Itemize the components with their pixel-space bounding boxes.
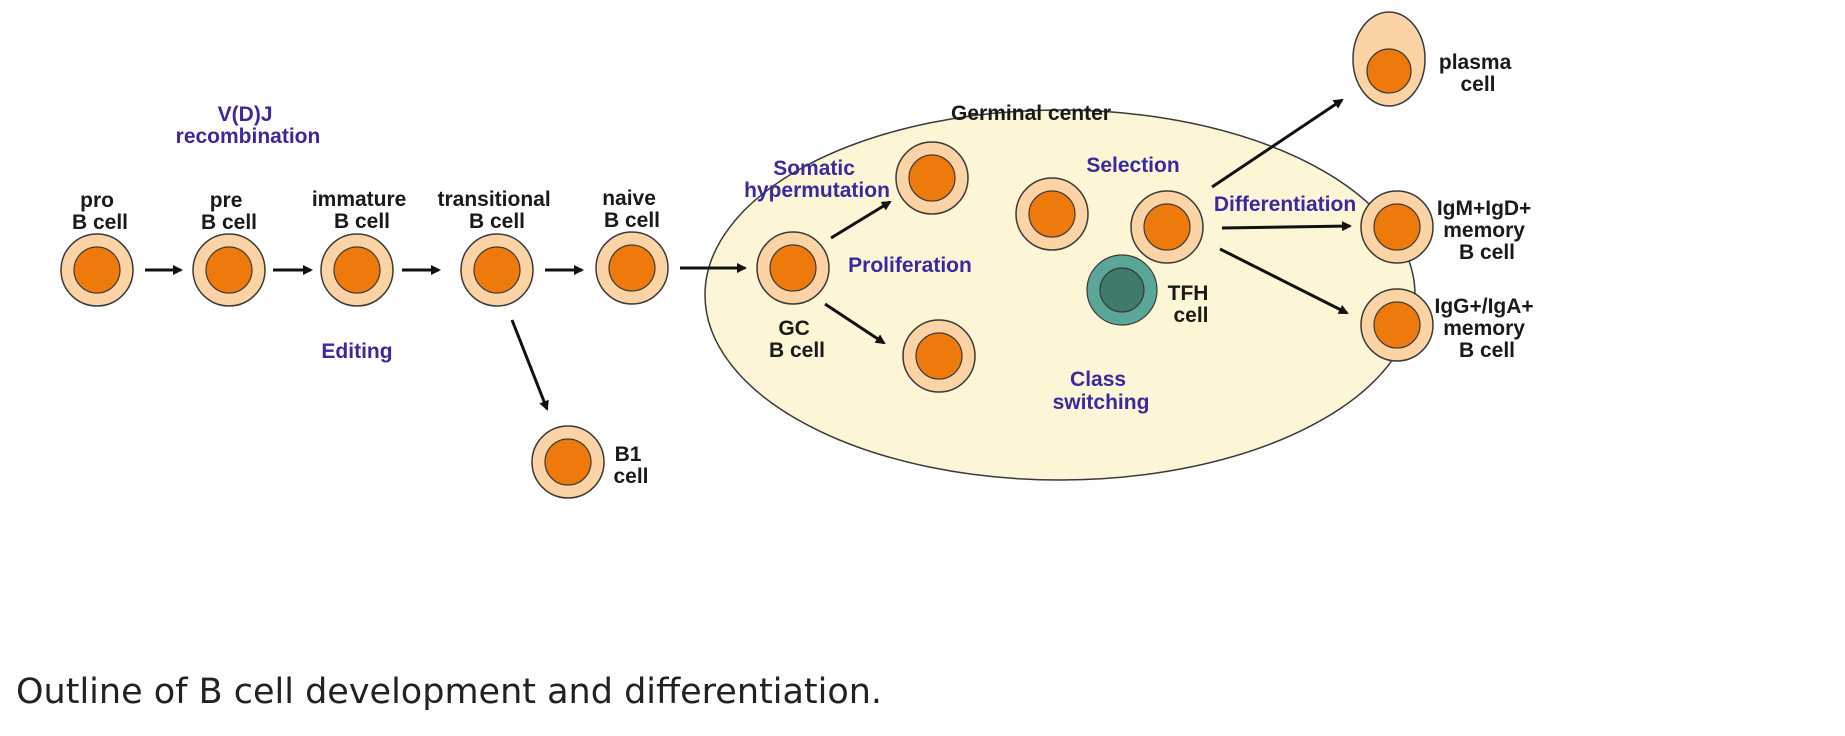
tfh-cell: [1086, 254, 1158, 326]
plasma-cell: [1352, 11, 1426, 107]
gc-b-cell: [756, 231, 830, 305]
process-class-switching: Class switching: [1053, 368, 1150, 414]
selection-cell-left: [1015, 177, 1089, 251]
process-vdj-recombination: V(D)J recombination: [176, 103, 321, 148]
figure-caption: Outline of B cell development and differ…: [16, 672, 883, 712]
arrow-transitional-to-b1: [510, 319, 549, 411]
process-differentiation: Differentiation: [1214, 193, 1356, 216]
label-pre-b-cell: pre B cell: [201, 189, 257, 234]
label-plasma-cell: plasma cell: [1439, 51, 1517, 96]
selection-cell-right: [1130, 190, 1204, 264]
process-proliferation: Proliferation: [848, 254, 972, 277]
arrow-gc-to-upper: [830, 200, 892, 240]
label-tfh-cell: TFH cell: [1168, 282, 1215, 327]
process-selection: Selection: [1086, 154, 1179, 177]
arrow-to-plasma: [1211, 98, 1344, 189]
transitional-b-cell: [460, 233, 534, 307]
label-igm-memory-b-cell: IgM+IgD+ memory B cell: [1437, 197, 1537, 264]
label-gc-b-cell: GC B cell: [769, 317, 825, 362]
arrow-to-igg-memory: [1219, 247, 1349, 315]
igm-memory-b-cell: [1360, 190, 1434, 264]
label-naive-b-cell: naive B cell: [602, 187, 662, 232]
pre-b-cell: [192, 233, 266, 307]
proliferating-cell-upper: [895, 141, 969, 215]
process-editing: Editing: [321, 340, 392, 363]
immature-b-cell: [320, 233, 394, 307]
label-igg-memory-b-cell: IgG+/IgA+ memory B cell: [1434, 295, 1539, 362]
proliferating-cell-lower: [902, 319, 976, 393]
pro-b-cell: [60, 233, 134, 307]
arrow-gc-to-lower: [824, 302, 886, 345]
igg-memory-b-cell: [1360, 288, 1434, 362]
label-transitional-b-cell: transitional B cell: [437, 188, 556, 233]
arrow-to-igm-memory: [1221, 221, 1352, 232]
b1-cell: [531, 425, 605, 499]
process-somatic-hypermutation: Somatic hypermutation: [744, 157, 890, 202]
label-immature-b-cell: immature B cell: [312, 188, 412, 233]
label-pro-b-cell: pro B cell: [72, 189, 128, 234]
label-b1-cell: B1 cell: [613, 443, 648, 488]
naive-b-cell: [595, 231, 669, 305]
label-germinal-center: Germinal center: [951, 102, 1111, 125]
